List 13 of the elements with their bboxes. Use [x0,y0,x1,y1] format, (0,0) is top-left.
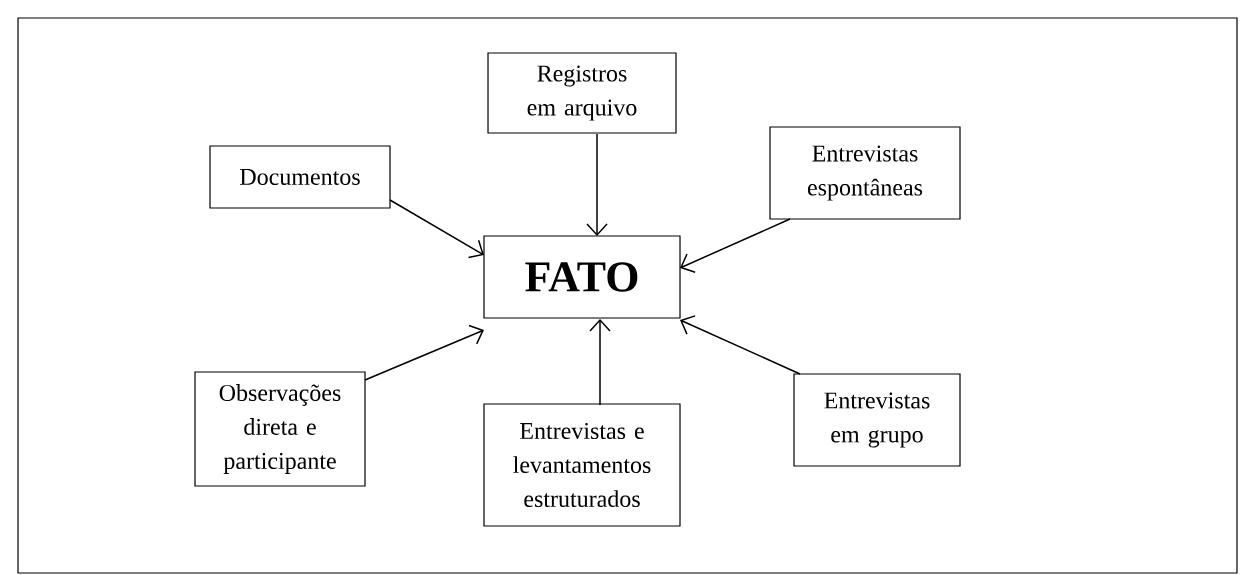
text-box: Registros em arquivo [487,52,677,134]
arrow [589,319,611,406]
arrow [389,199,484,259]
text-box: FATO [483,235,681,319]
arrow [680,315,801,375]
text-box: Entrevistas espontâneas [769,126,961,220]
text-box: Entrevistas e levantamentos estruturados [483,403,681,527]
arrow [364,324,484,381]
text-box: Observações direta e participante [194,371,366,487]
text-box: Entrevistas em grupo [793,373,961,467]
arrow [586,133,608,236]
arrow [680,218,791,273]
text-box: Documentos [209,145,391,209]
